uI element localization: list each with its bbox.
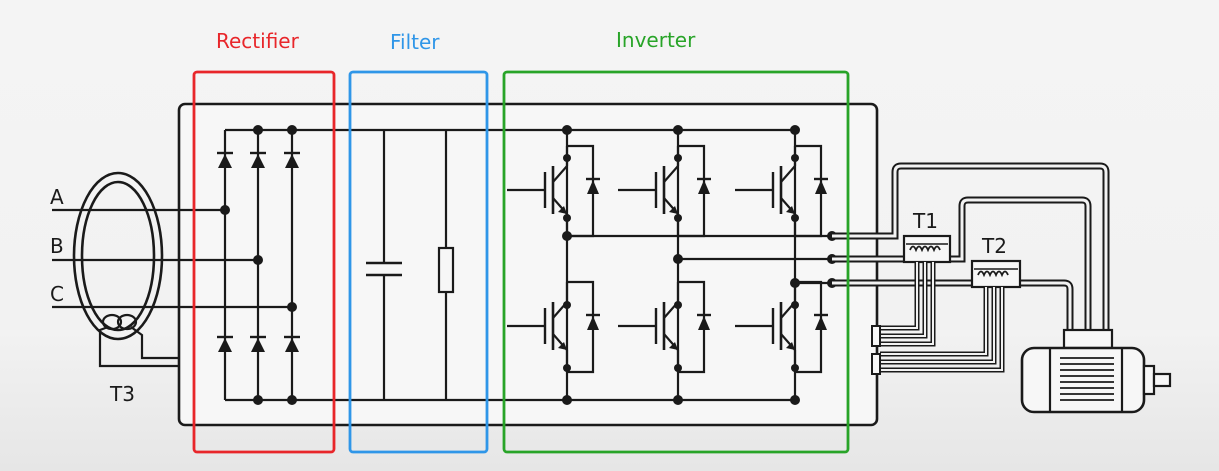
- t3-ring-transformer: [72, 171, 179, 368]
- filter-stage: [366, 130, 455, 400]
- rectifier-box: [192, 70, 336, 454]
- rectifier-bridge: [215, 125, 302, 405]
- sensor-connector-1: [871, 325, 881, 347]
- t1-label: T1: [912, 209, 938, 233]
- t2-label: T2: [981, 234, 1007, 258]
- phase-label-b: B: [50, 234, 64, 258]
- t2-current-sensor: [880, 259, 1022, 373]
- inverter-label: Inverter: [616, 28, 696, 52]
- inverter-box: [502, 70, 850, 454]
- rectifier-label: Rectifier: [216, 29, 300, 53]
- output-wiring: [832, 162, 1110, 330]
- phase-label-c: C: [50, 282, 64, 306]
- t3-label: T3: [109, 382, 135, 406]
- t1-current-sensor: [880, 234, 952, 347]
- phase-label-a: A: [50, 185, 64, 209]
- sensor-connector-2: [871, 353, 881, 375]
- filter-box: [348, 70, 489, 454]
- motor-icon: [1020, 328, 1172, 414]
- filter-label: Filter: [390, 30, 440, 54]
- dc-bus: [225, 128, 795, 402]
- drive-enclosure: [177, 102, 879, 427]
